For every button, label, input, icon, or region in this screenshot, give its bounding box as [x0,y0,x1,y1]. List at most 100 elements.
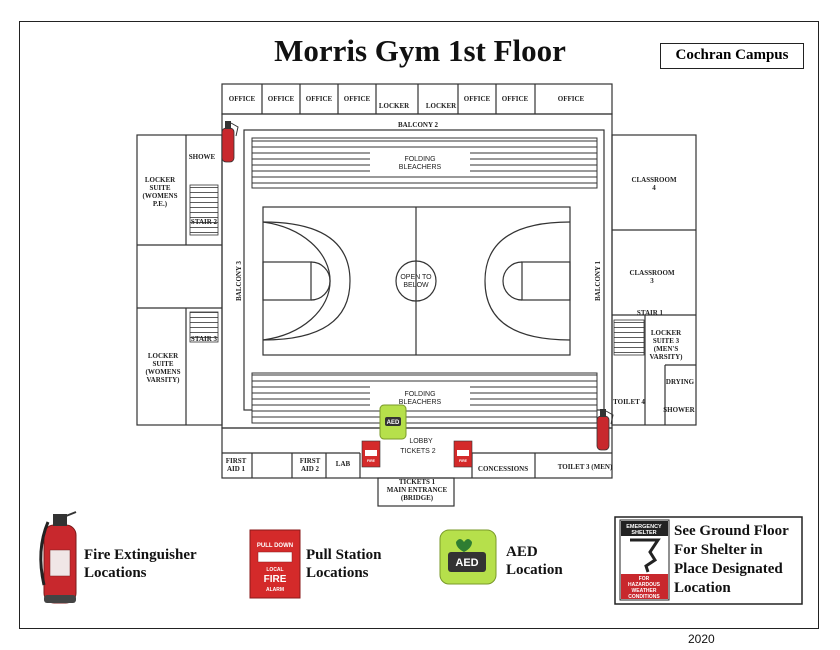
office-label: OFFICE [344,95,371,103]
pull-station-fire-text: FIRE [459,459,468,463]
office-label: OFFICE [502,95,529,103]
legend-line: Location [674,580,731,596]
conditions-text: CONDITIONS [628,594,660,600]
locker-suite-label: LOCKER [148,352,179,360]
folding-bleachers-label: BLEACHERS [399,399,442,406]
legend-aed-icon: AED [439,529,497,585]
legend-line: Fire Extinguisher [84,547,197,563]
pull-down-text: PULL DOWN [257,543,293,549]
local-text: LOCAL [266,567,283,573]
tickets-2-label: TICKETS 2 [400,448,436,455]
balcony-1-label: BALCONY 1 [594,261,602,301]
legend-line: Place Designated [674,561,783,577]
legend-line: Pull Station [306,547,382,563]
aed-legend-label: AED [455,557,478,569]
office-label: OFFICE [306,95,333,103]
folding-bleachers-label: FOLDING [404,156,435,163]
legend-extinguisher-icon [39,511,77,604]
room-labels: OFFICE OFFICE OFFICE OFFICE LOCKER LOCKE… [143,95,696,502]
rotated-labels: BALCONY 3 BALCONY 1 [235,261,602,301]
legend-line: See Ground Floor [674,523,789,539]
locker-suite-label: VARSITY) [650,353,684,361]
office-label: OFFICE [268,95,295,103]
year-label: 2020 [688,632,715,646]
shelter-text: SHELTER [631,530,656,536]
hazardous-text: HAZARDOUS [628,582,661,588]
classroom-3-label: CLASSROOM [629,269,675,277]
first-aid-2-label: FIRST [300,457,321,465]
shower-right-label: SHOWER [663,406,695,414]
legend-shelter-text: See Ground Floor For Shelter in Place De… [674,522,789,598]
legend-pull-text: Pull Station Locations [306,546,381,582]
classroom-3-label: 3 [650,277,654,285]
open-to-below-label: OPEN TO [400,274,432,281]
open-to-below-label: BELOW [403,282,429,289]
balcony-2-label: BALCONY 2 [398,121,438,129]
aed-plan-label: AED [387,420,400,426]
court-labels: FOLDING BLEACHERS FOLDING BLEACHERS OPEN… [399,156,442,455]
fire-text: FIRE [264,574,287,585]
page-frame [19,21,819,629]
shower-left-label: SHOWE [189,153,216,161]
fire-extinguisher-icon [596,409,614,451]
locker-suite-label: SUITE [149,184,170,192]
folding-bleachers-label: FOLDING [404,391,435,398]
toilet-3-label: TOILET 3 (MEN) [558,463,613,471]
toilet-4-label: TOILET 4 [613,398,645,406]
office-label: OFFICE [229,95,256,103]
locker-label: LOCKER [379,102,410,110]
locker-suite-label: P.E.) [153,200,168,208]
legend-pull-station-icon: PULL DOWN LOCAL FIRE ALARM [249,529,301,599]
concessions-label: CONCESSIONS [478,465,528,473]
office-label: OFFICE [464,95,491,103]
legend-line: AED [506,544,538,560]
legend-extinguisher-text: Fire Extinguisher Locations [84,546,197,582]
main-entrance-label: MAIN ENTRANCE [387,486,448,494]
locker-suite-label: LOCKER [651,329,682,337]
legend-line: Locations [84,565,147,581]
balcony-3-label: BALCONY 3 [235,261,243,301]
first-aid-1-label: AID 1 [227,465,246,473]
stair-3-steps [189,311,219,343]
classroom-4-label: CLASSROOM [631,176,677,184]
locker-suite-label: SUITE 3 [653,337,680,345]
legend-line: Locations [306,565,369,581]
first-aid-1-label: FIRST [226,457,247,465]
basketball-court [262,206,571,356]
pull-station-icon: FIRE [453,440,473,468]
pull-station-icon: FIRE [361,440,381,468]
fire-extinguisher-icon [221,121,239,163]
bridge-label: (BRIDGE) [401,494,434,502]
first-aid-2-label: AID 2 [301,465,320,473]
locker-suite-label: (WOMENS [146,368,181,376]
aed-icon: AED [379,404,407,440]
for-text: FOR [639,576,650,582]
page-title: Morris Gym 1st Floor [274,33,566,68]
stair-2-steps [189,184,219,236]
building-outline [136,83,697,507]
locker-suite-label: SUITE [152,360,173,368]
campus-badge: Cochran Campus [660,43,804,69]
folding-bleachers-label: BLEACHERS [399,164,442,171]
pull-station-fire-text: FIRE [367,459,376,463]
stair-2-label: STAIR 2 [191,218,218,226]
legend-shelter-box: EMERGENCY SHELTER FOR HAZARDOUS WEATHER … [614,516,803,605]
legend-line: Location [506,562,563,578]
weather-text: WEATHER [632,588,657,594]
locker-suite-label: (WOMENS [143,192,178,200]
classroom-4-label: 4 [652,184,656,192]
office-label: OFFICE [558,95,585,103]
stair-1-label: STAIR 1 [637,309,664,317]
lobby-label: LOBBY [409,438,433,445]
legend-aed-text: AED Location [506,543,563,579]
stair-3-label: STAIR 3 [191,335,218,343]
locker-suite-label: (MEN'S [654,345,679,353]
legend-line: For Shelter in [674,542,763,558]
drying-label: DRYING [666,378,695,386]
tornado-icon [630,538,661,573]
emergency-text: EMERGENCY [626,524,662,530]
tickets-1-label: TICKETS 1 [399,478,436,486]
locker-suite-label: VARSITY) [147,376,181,384]
lab-label: LAB [336,460,351,468]
